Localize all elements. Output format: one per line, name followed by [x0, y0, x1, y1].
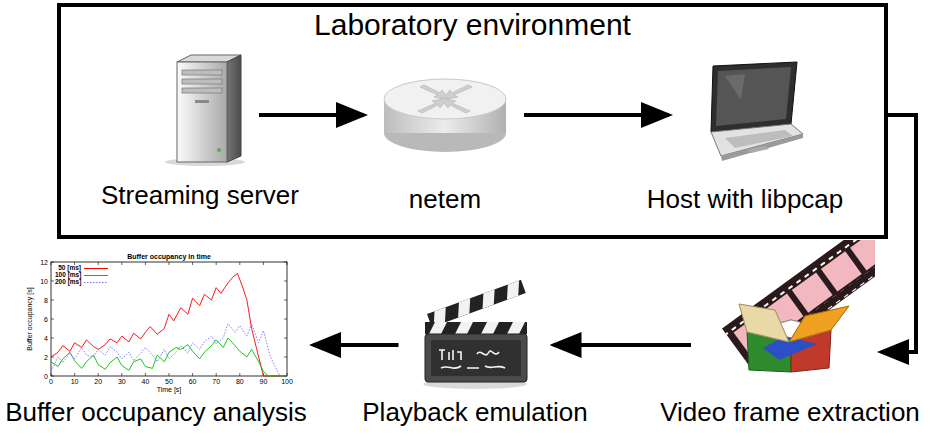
data-series	[51, 273, 287, 376]
tick-label: 0	[49, 378, 53, 385]
tick-label: 80	[236, 378, 244, 385]
stage-node: Video frame extraction	[658, 240, 922, 428]
legend-line	[84, 280, 108, 285]
tick-label: 30	[118, 378, 126, 385]
flow-arrow	[554, 343, 692, 347]
chart-illustration	[15, 250, 297, 395]
flow-arrow	[524, 113, 669, 117]
data-series	[51, 324, 287, 376]
router-illustration	[380, 75, 510, 155]
tick-label: 4	[44, 335, 48, 342]
legend-text: 50 [ms]	[55, 265, 81, 272]
legend-line	[84, 273, 108, 278]
laptop-illustration	[685, 60, 805, 165]
legend-item: 200 [ms]	[55, 279, 108, 286]
server-illustration	[155, 52, 245, 167]
tick-label: 100	[281, 378, 293, 385]
legend-item: 100 [ms]	[55, 272, 108, 279]
node-caption: Host with libpcap	[647, 185, 844, 215]
tick-label: 10	[71, 378, 79, 385]
node-icon	[15, 250, 297, 395]
chart-title: Buffer occupancy in time	[127, 253, 211, 260]
tick-label: 90	[259, 378, 267, 385]
stage-node: Playback emulation	[360, 280, 590, 428]
node-caption: Video frame extraction	[660, 398, 920, 428]
frame-title: Laboratory environment	[61, 8, 884, 43]
node-icon	[705, 240, 875, 380]
tick-label: 8	[44, 297, 48, 304]
clapper-illustration	[413, 280, 538, 390]
stage-node: Buffer occupancy analysis	[3, 250, 309, 428]
tick-label: 10	[40, 278, 48, 285]
legend-item: 50 [ms]	[55, 265, 108, 272]
tick-label: 40	[141, 378, 149, 385]
tick-label: 50	[165, 378, 173, 385]
legend-line	[84, 266, 108, 271]
stage-node: Streaming server	[99, 52, 301, 211]
legend-text: 100 [ms]	[55, 272, 81, 279]
tick-label: 20	[94, 378, 102, 385]
node-icon	[155, 52, 245, 167]
axis-title: Buffer occupancy [s]	[26, 287, 33, 350]
axis-ticks	[51, 262, 287, 376]
stage-node: netem	[378, 75, 512, 215]
stage-node: Host with libpcap	[645, 60, 846, 215]
tick-label: 6	[44, 316, 48, 323]
tick-label: 0	[44, 373, 48, 380]
node-icon	[380, 75, 510, 155]
tick-label: 12	[40, 259, 48, 266]
node-caption: netem	[409, 185, 481, 215]
legend-text: 200 [ms]	[55, 279, 81, 286]
data-series	[51, 338, 287, 376]
environment-frame: Laboratory environmentStreaming server ne…	[57, 3, 888, 239]
node-caption: Playback emulation	[362, 398, 587, 428]
node-caption: Streaming server	[101, 181, 299, 211]
plot-frame	[51, 262, 287, 376]
node-caption: Buffer occupancy analysis	[5, 398, 307, 428]
flow-arrow	[313, 343, 399, 347]
film-illustration	[705, 240, 875, 380]
node-icon	[413, 280, 538, 390]
tick-label: 2	[44, 354, 48, 361]
flow-arrow	[259, 113, 364, 117]
axis-title: Time [s]	[157, 386, 182, 393]
tick-label: 70	[212, 378, 220, 385]
tick-label: 60	[189, 378, 197, 385]
node-icon	[685, 60, 805, 165]
